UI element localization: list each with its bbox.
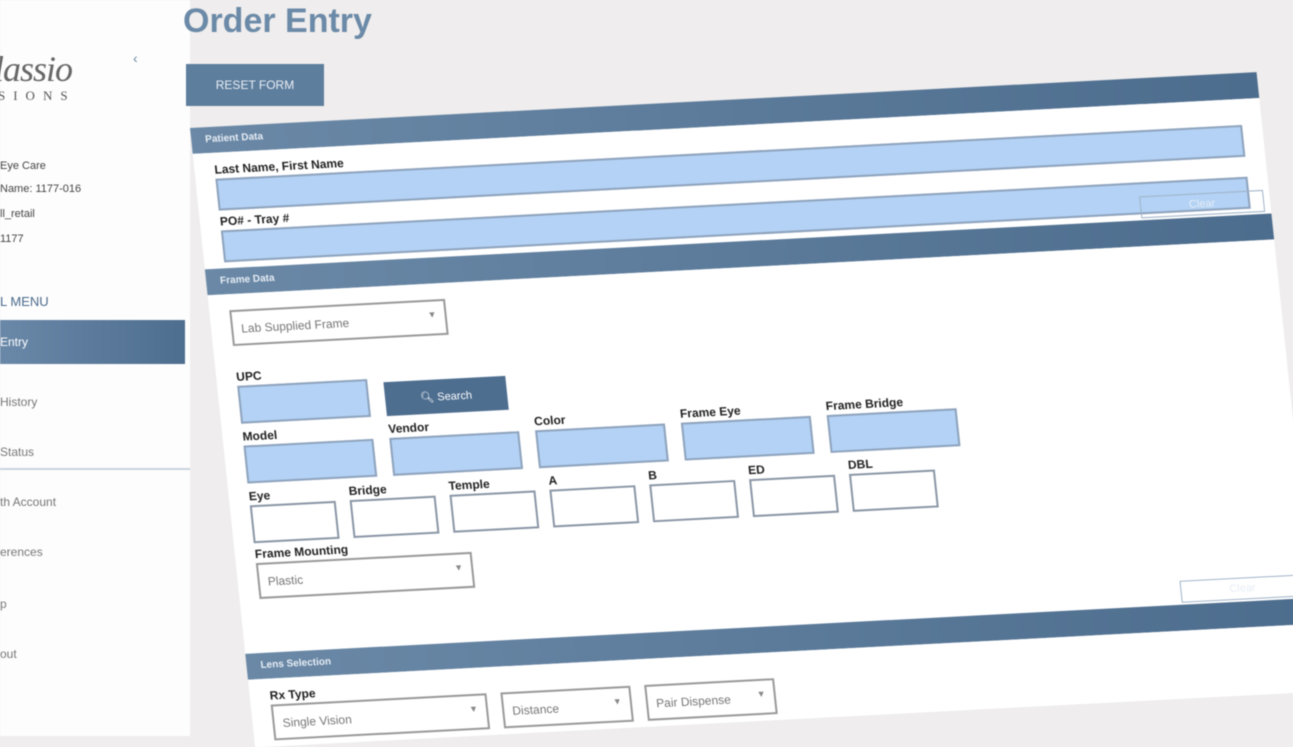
nav-status[interactable]: Status [0, 445, 35, 459]
nav-history[interactable]: History [0, 395, 38, 409]
select-value: Lab Supplied Frame [240, 315, 350, 336]
a-input[interactable] [549, 485, 640, 528]
search-label: Search [436, 389, 473, 403]
account-id: 1177 [0, 233, 24, 245]
b-input[interactable] [649, 479, 740, 523]
select-value: Plastic [267, 572, 304, 589]
upc-input[interactable] [237, 379, 371, 424]
model-input[interactable] [243, 438, 378, 484]
chevron-down-icon: ▼ [612, 696, 623, 707]
temple-input[interactable] [449, 490, 540, 533]
chevron-down-icon: ▼ [756, 688, 767, 700]
dbl-input[interactable] [848, 469, 939, 512]
divider [0, 468, 190, 470]
sidebar: lassio SIONS ‹ Eye Care Name: 1177-016 l… [0, 0, 190, 736]
vendor-input[interactable] [389, 431, 524, 476]
section-title: Frame Data [219, 272, 276, 287]
account-name: Name: 1177-016 [0, 183, 82, 195]
frame-bridge-input[interactable] [826, 408, 961, 453]
account-info: Eye Care [0, 160, 46, 172]
select-value: Distance [511, 701, 560, 718]
logo-script: lassio [0, 49, 73, 89]
dispense-select[interactable]: Pair Dispense ▼ [644, 678, 778, 721]
page-title: Order Entry [183, 2, 372, 40]
search-button[interactable]: 🔍︎ Search [383, 375, 509, 417]
nav-account[interactable]: th Account [0, 495, 57, 509]
nav-order-entry[interactable]: Entry [0, 320, 185, 364]
distance-select[interactable]: Distance ▼ [500, 685, 634, 729]
eye-input[interactable] [249, 500, 340, 544]
section-title: Patient Data [204, 131, 264, 146]
account-type: ll_retail [0, 208, 35, 220]
color-input[interactable] [535, 423, 669, 469]
logo: lassio SIONS [0, 30, 104, 103]
bridge-input[interactable] [349, 495, 440, 539]
section-title: Lens Selection [259, 656, 332, 672]
frame-data-section: Lab Supplied Frame▼ UPC 🔍︎ Search Model … [207, 239, 1293, 654]
nav-help[interactable]: p [0, 597, 7, 611]
frame-eye-input[interactable] [680, 415, 815, 461]
frame-supply-select[interactable]: Lab Supplied Frame ▼ [229, 298, 449, 347]
menu-title: L MENU [0, 294, 49, 309]
reset-form-button[interactable]: RESET FORM [186, 64, 324, 106]
nav-preferences[interactable]: erences [0, 545, 43, 559]
order-form: Patient Data Last Name, First Name PO# -… [190, 72, 1293, 747]
ed-input[interactable] [749, 474, 839, 518]
select-value: Pair Dispense [655, 692, 732, 711]
chevron-down-icon: ▼ [453, 562, 464, 573]
chevron-left-icon[interactable]: ‹ [133, 50, 138, 66]
search-icon: 🔍︎ [419, 390, 438, 404]
chevron-down-icon: ▼ [427, 309, 438, 320]
chevron-down-icon: ▼ [468, 703, 479, 715]
logo-caps: SIONS [0, 88, 76, 103]
nav-logout[interactable]: out [0, 647, 17, 661]
select-value: Single Vision [281, 712, 353, 730]
